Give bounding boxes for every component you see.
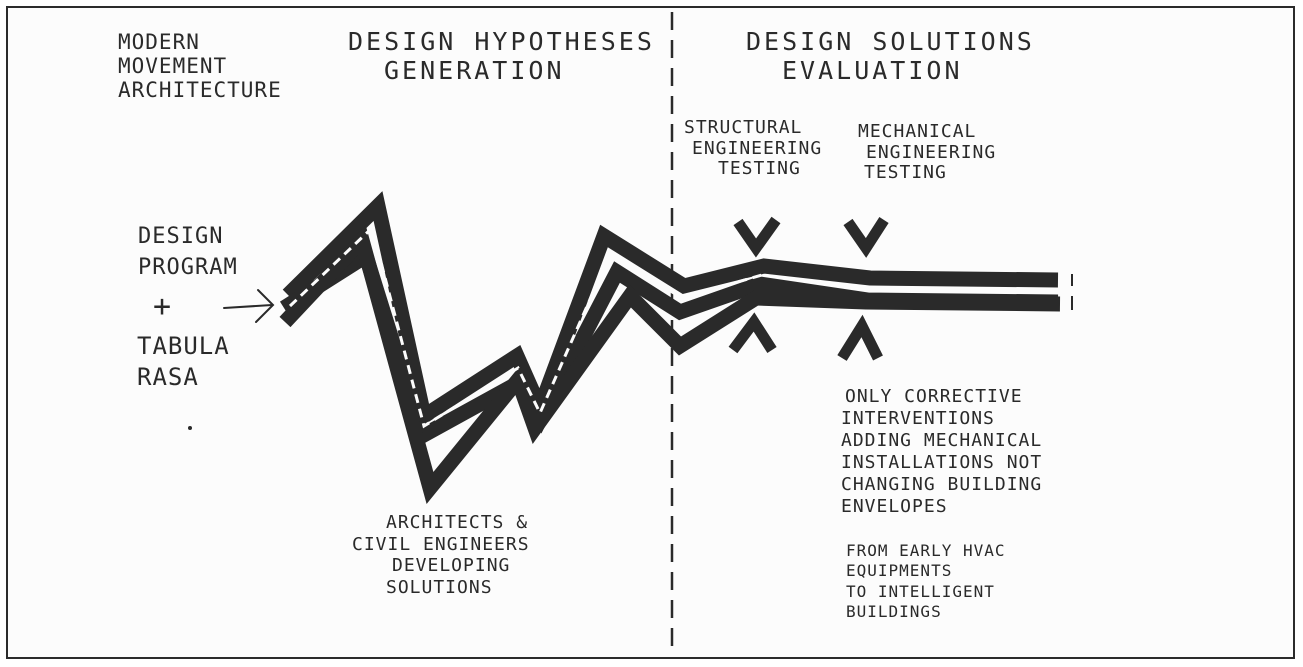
heading-line: DESIGN HYPOTHESES	[348, 27, 655, 56]
diagram-frame	[6, 6, 1295, 659]
modern-movement-label: MODERN MOVEMENT ARCHITECTURE	[118, 30, 282, 102]
input-arrow	[223, 289, 275, 323]
label-line: STRUCTURAL	[684, 117, 803, 138]
corrective-interventions-note: ONLY CORRECTIVE INTERVENTIONS ADDING MEC…	[841, 386, 1042, 518]
design-solutions-heading: DESIGN SOLUTIONS EVALUATION	[746, 27, 1035, 86]
note-line: BUILDINGS	[846, 602, 942, 622]
note-line: TO INTELLIGENT	[846, 581, 995, 601]
note-line: SOLUTIONS	[386, 576, 493, 598]
heading-line: EVALUATION	[782, 55, 963, 85]
label-line: MOVEMENT	[118, 54, 228, 79]
label-line: TABULA	[137, 332, 230, 360]
note-line: DEVELOPING	[392, 555, 511, 577]
note-line: CHANGING BUILDING	[841, 473, 1043, 495]
mechanical-testing-label: MECHANICAL ENGINEERING TESTING	[858, 121, 997, 184]
note-line: ONLY CORRECTIVE	[845, 386, 1023, 407]
note-line: FROM EARLY HVAC	[846, 541, 1006, 560]
mechanical-test-markers	[837, 217, 889, 361]
design-path-bands	[279, 191, 1061, 505]
hvac-evolution-note: FROM EARLY HVAC EQUIPMENTS TO INTELLIGEN…	[846, 541, 1006, 623]
note-line: INTERVENTIONS	[841, 407, 995, 429]
label-line: MODERN	[118, 30, 200, 54]
mechanical-test-chevron-bottom	[837, 314, 883, 361]
design-path-lower	[279, 225, 1061, 505]
label-line: TESTING	[718, 158, 801, 180]
heading-line: DESIGN SOLUTIONS	[746, 27, 1035, 56]
mechanical-test-chevron-top	[843, 217, 889, 258]
label-line: DESIGN	[138, 224, 224, 249]
note-line: ARCHITECTS &	[386, 512, 529, 533]
label-line: MECHANICAL	[858, 121, 977, 142]
design-path-highlights	[288, 225, 1059, 429]
note-line: EQUIPMENTS	[846, 561, 953, 581]
structural-test-chevron-bottom	[728, 312, 777, 354]
structural-testing-label: STRUCTURAL ENGINEERING TESTING	[684, 117, 823, 180]
label-line: ENGINEERING	[866, 141, 997, 163]
structural-test-chevron-top	[733, 216, 781, 258]
label-line: ENGINEERING	[692, 137, 823, 159]
note-line: ADDING MECHANICAL	[841, 429, 1043, 451]
label-line: TESTING	[864, 162, 947, 184]
label-line: RASA	[137, 363, 199, 392]
structural-test-markers	[728, 216, 781, 354]
note-line: ENVELOPES	[841, 495, 948, 517]
note-line: CIVIL ENGINEERS	[352, 533, 530, 555]
stray-dot	[188, 426, 192, 430]
design-program-label: DESIGN PROGRAM	[138, 222, 238, 284]
note-line: INSTALLATIONS NOT	[841, 451, 1043, 473]
label-line: ARCHITECTURE	[118, 78, 282, 103]
plus-sign: +	[153, 289, 173, 324]
architects-engineers-note: ARCHITECTS & CIVIL ENGINEERS DEVELOPING …	[352, 512, 530, 598]
tabula-rasa-label: TABULA RASA	[137, 331, 230, 393]
heading-line: GENERATION	[384, 55, 565, 85]
design-path-upper	[282, 191, 1059, 429]
label-line: PROGRAM	[138, 254, 238, 280]
design-hypotheses-heading: DESIGN HYPOTHESES GENERATION	[348, 27, 655, 86]
